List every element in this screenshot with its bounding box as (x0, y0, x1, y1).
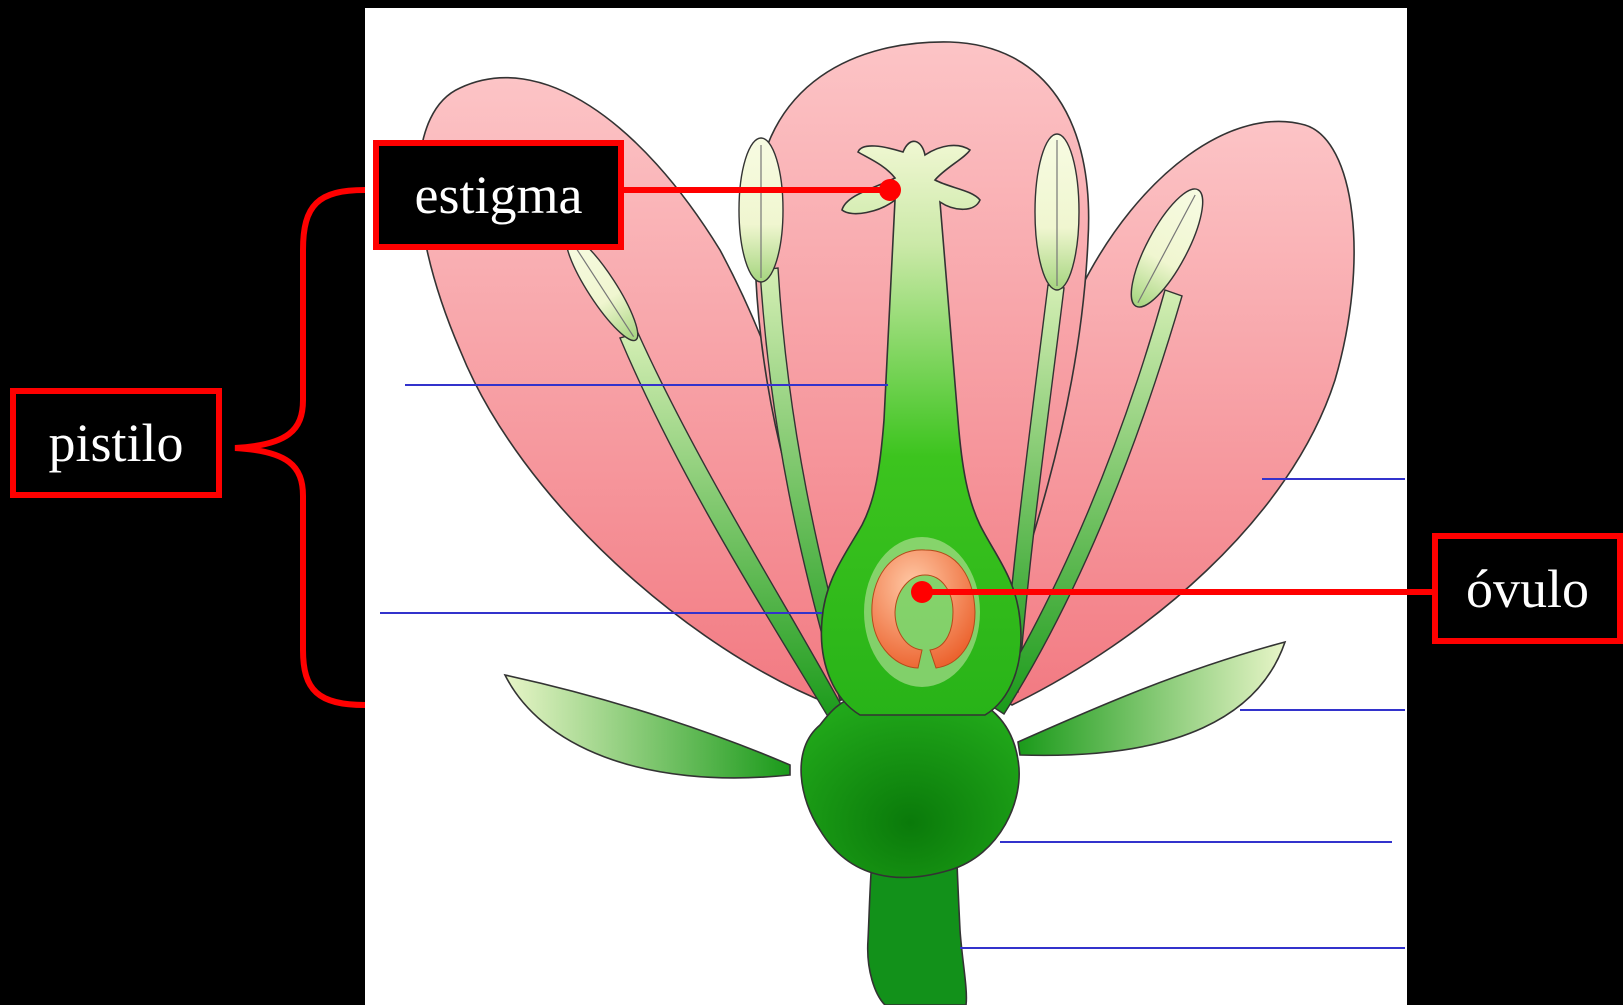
label-estigma: estigma (373, 140, 624, 250)
label-ovulo: óvulo (1432, 533, 1623, 644)
pistilo-bracket (235, 190, 365, 705)
label-pistilo: pistilo (10, 388, 222, 498)
estigma-dot (879, 179, 901, 201)
ovary (864, 537, 980, 687)
ovulo-dot (911, 581, 933, 603)
anther (1035, 134, 1079, 290)
anther (739, 138, 783, 282)
